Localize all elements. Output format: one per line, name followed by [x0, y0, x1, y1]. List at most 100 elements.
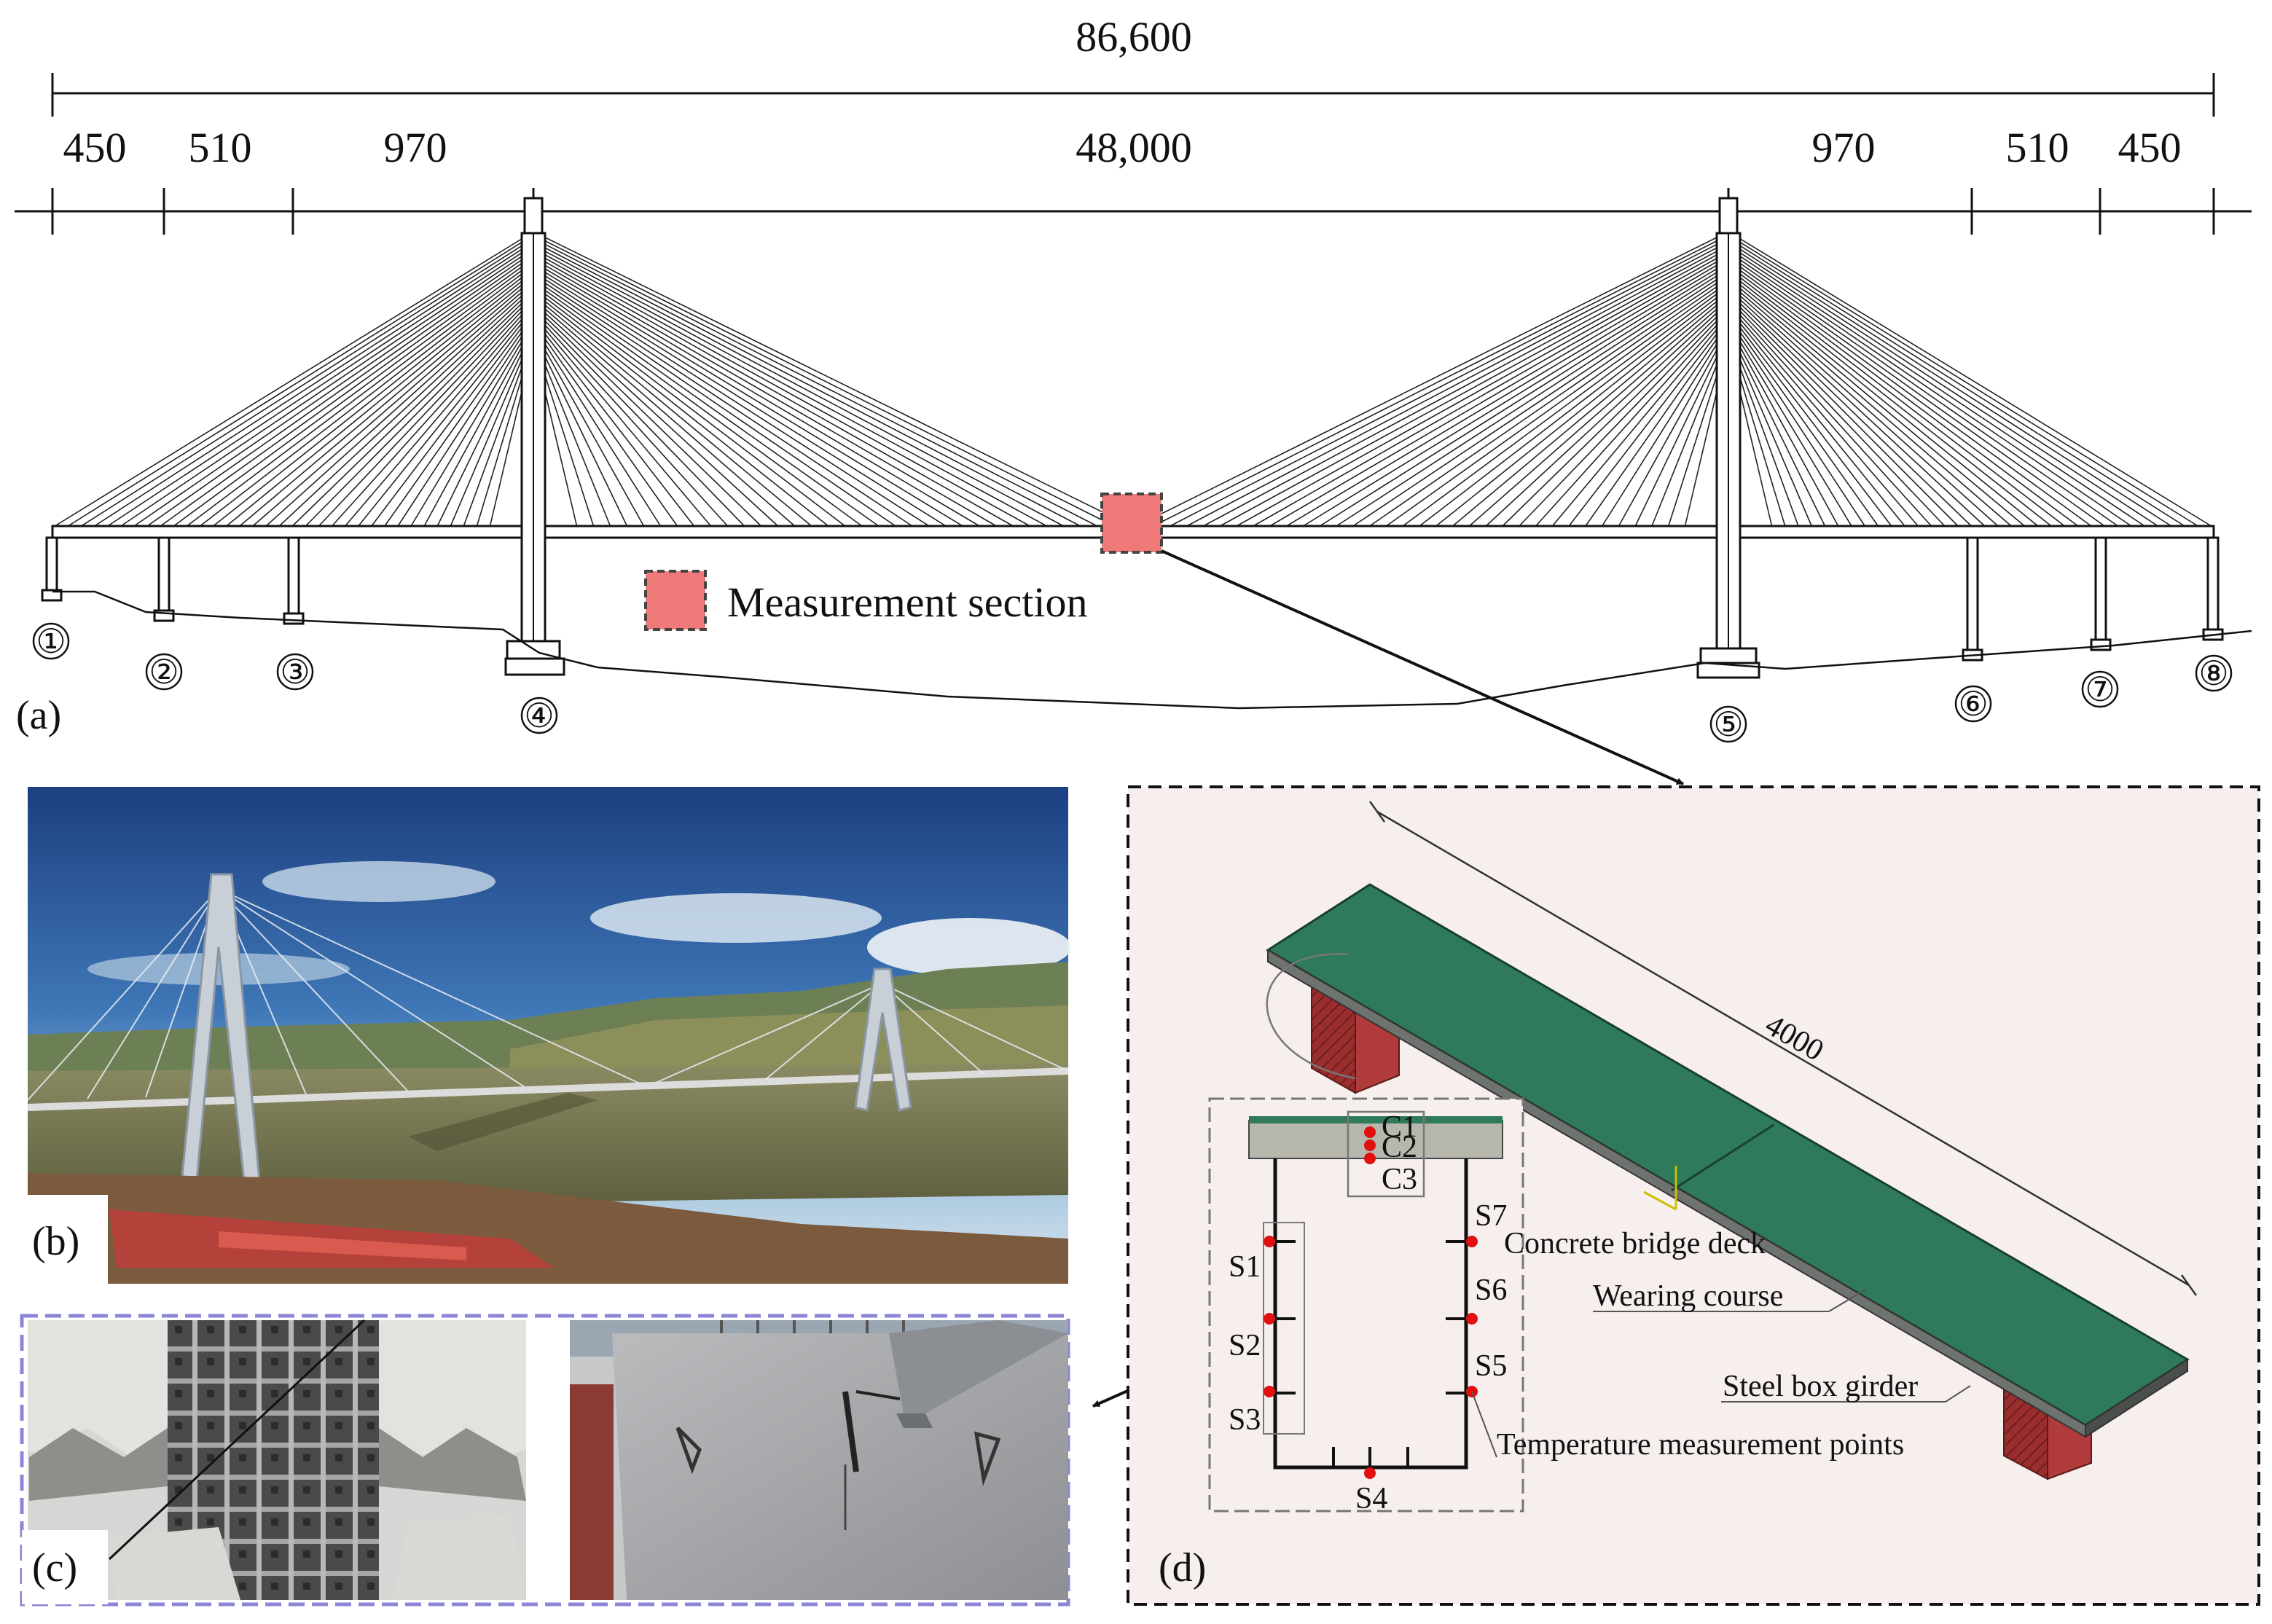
stay-cable [1728, 302, 1933, 528]
stay-cable [1551, 315, 1729, 528]
legend-swatch [644, 570, 707, 631]
stay-cable [1728, 258, 2107, 528]
stay-cable [533, 308, 747, 528]
stay-cable [533, 332, 629, 528]
callout-wearing-course: Wearing course [1593, 1279, 1783, 1313]
stay-cable [92, 241, 534, 528]
stay-cable [1567, 318, 1729, 528]
stay-cable [1728, 241, 2174, 528]
panel-d-model: 4000 C1 C2 C3 S1 S2 S3 S4 S5 [1127, 785, 2260, 1606]
panel-c-label: (c) [32, 1545, 77, 1590]
stay-cable [533, 321, 679, 528]
stay-cable [1417, 288, 1729, 528]
stay-cable [1728, 264, 2080, 528]
stay-cable [533, 329, 646, 528]
stay-cable [396, 318, 534, 528]
pier-number-3: ③ [280, 654, 310, 691]
stay-cable [533, 261, 983, 528]
stay-cable [1583, 321, 1729, 528]
auxiliary-piers [41, 536, 2224, 662]
stay-cable [383, 315, 534, 528]
stay-cable [533, 244, 1067, 528]
stay-cable [1401, 285, 1729, 528]
span-450-right: 450 [2118, 124, 2182, 171]
stay-cable [1728, 285, 2000, 528]
stay-cable [533, 278, 898, 528]
sensor-c1: C1 [1382, 1110, 1417, 1144]
sensor-s2: S2 [1229, 1329, 1261, 1362]
stay-cable [1728, 325, 1840, 528]
stay-cable [1634, 332, 1729, 528]
stay-cable [1728, 278, 2027, 528]
stay-cable [533, 294, 814, 528]
pier-number-1: ① [36, 623, 66, 660]
stay-cable [533, 251, 1033, 528]
stay-cable [1728, 231, 2214, 528]
stay-cable [1333, 271, 1729, 528]
stay-cable [423, 325, 534, 528]
stay-cable [533, 271, 932, 528]
stay-cable [1728, 321, 1853, 528]
stay-cable [1234, 251, 1729, 528]
stay-cable [1728, 254, 2120, 528]
panel-b-label: (b) [32, 1219, 79, 1264]
stay-cable [533, 275, 915, 528]
overall-dimension: 86,600 [1076, 13, 1192, 60]
stay-cable [290, 291, 534, 528]
stay-cable [1728, 251, 2134, 528]
stay-cable [1484, 302, 1729, 528]
pier-number-6: ⑥ [1958, 686, 1988, 723]
sensor-c3: C3 [1382, 1163, 1417, 1196]
callout-concrete-deck: Concrete bridge deck [1504, 1227, 1766, 1260]
span-48000-main: 48,000 [1076, 124, 1192, 171]
sensor-s5: S5 [1475, 1349, 1507, 1383]
stay-cable [533, 281, 882, 528]
stay-cable [533, 302, 780, 528]
sensor-s7: S7 [1475, 1199, 1507, 1233]
stay-cable [1367, 278, 1729, 528]
stay-cable [1728, 308, 1907, 528]
stay-cable [131, 251, 534, 528]
span-510-right: 510 [2006, 124, 2069, 171]
stay-cable [1728, 294, 1960, 528]
stay-cable [1728, 261, 2094, 528]
stay-cable [52, 231, 534, 528]
stay-cable [1728, 275, 2040, 528]
stay-cable [356, 308, 534, 528]
stay-cable [1384, 281, 1729, 528]
stay-cable [118, 248, 534, 528]
stay-cable [78, 238, 534, 528]
stay-cable [1283, 261, 1729, 528]
stay-cable [1266, 258, 1729, 528]
stay-cable [1500, 305, 1729, 528]
sensor-s3: S3 [1229, 1403, 1261, 1437]
stay-cable [369, 312, 534, 528]
section-detail-arrow [1161, 549, 1684, 785]
stay-cable [1217, 248, 1729, 528]
stay-cable [1728, 234, 2201, 528]
stay-cable [1517, 308, 1729, 528]
stay-cable [1728, 298, 1947, 528]
stay-cable [1133, 231, 1729, 528]
stay-cable [184, 264, 534, 528]
sensor-s6: S6 [1475, 1274, 1507, 1307]
stay-cable [533, 264, 965, 528]
stay-cable [264, 285, 534, 528]
span-450-left: 450 [63, 124, 127, 171]
stay-cable [533, 267, 949, 528]
ground-profile [52, 590, 2252, 710]
stay-cable [1728, 291, 1974, 528]
stay-cable [157, 258, 534, 528]
pier-number-4: ④ [524, 697, 554, 734]
stay-cable [1728, 329, 1827, 528]
stay-cable [1250, 254, 1729, 528]
panel-b-photo: (b) [27, 787, 1071, 1284]
span-970-left: 970 [384, 124, 447, 171]
stay-cable [533, 335, 612, 528]
pier-number-2: ② [149, 654, 179, 691]
stay-cable [1350, 275, 1729, 528]
stay-cable [533, 318, 696, 528]
stay-cable [1317, 267, 1729, 528]
stay-cable [343, 305, 534, 528]
